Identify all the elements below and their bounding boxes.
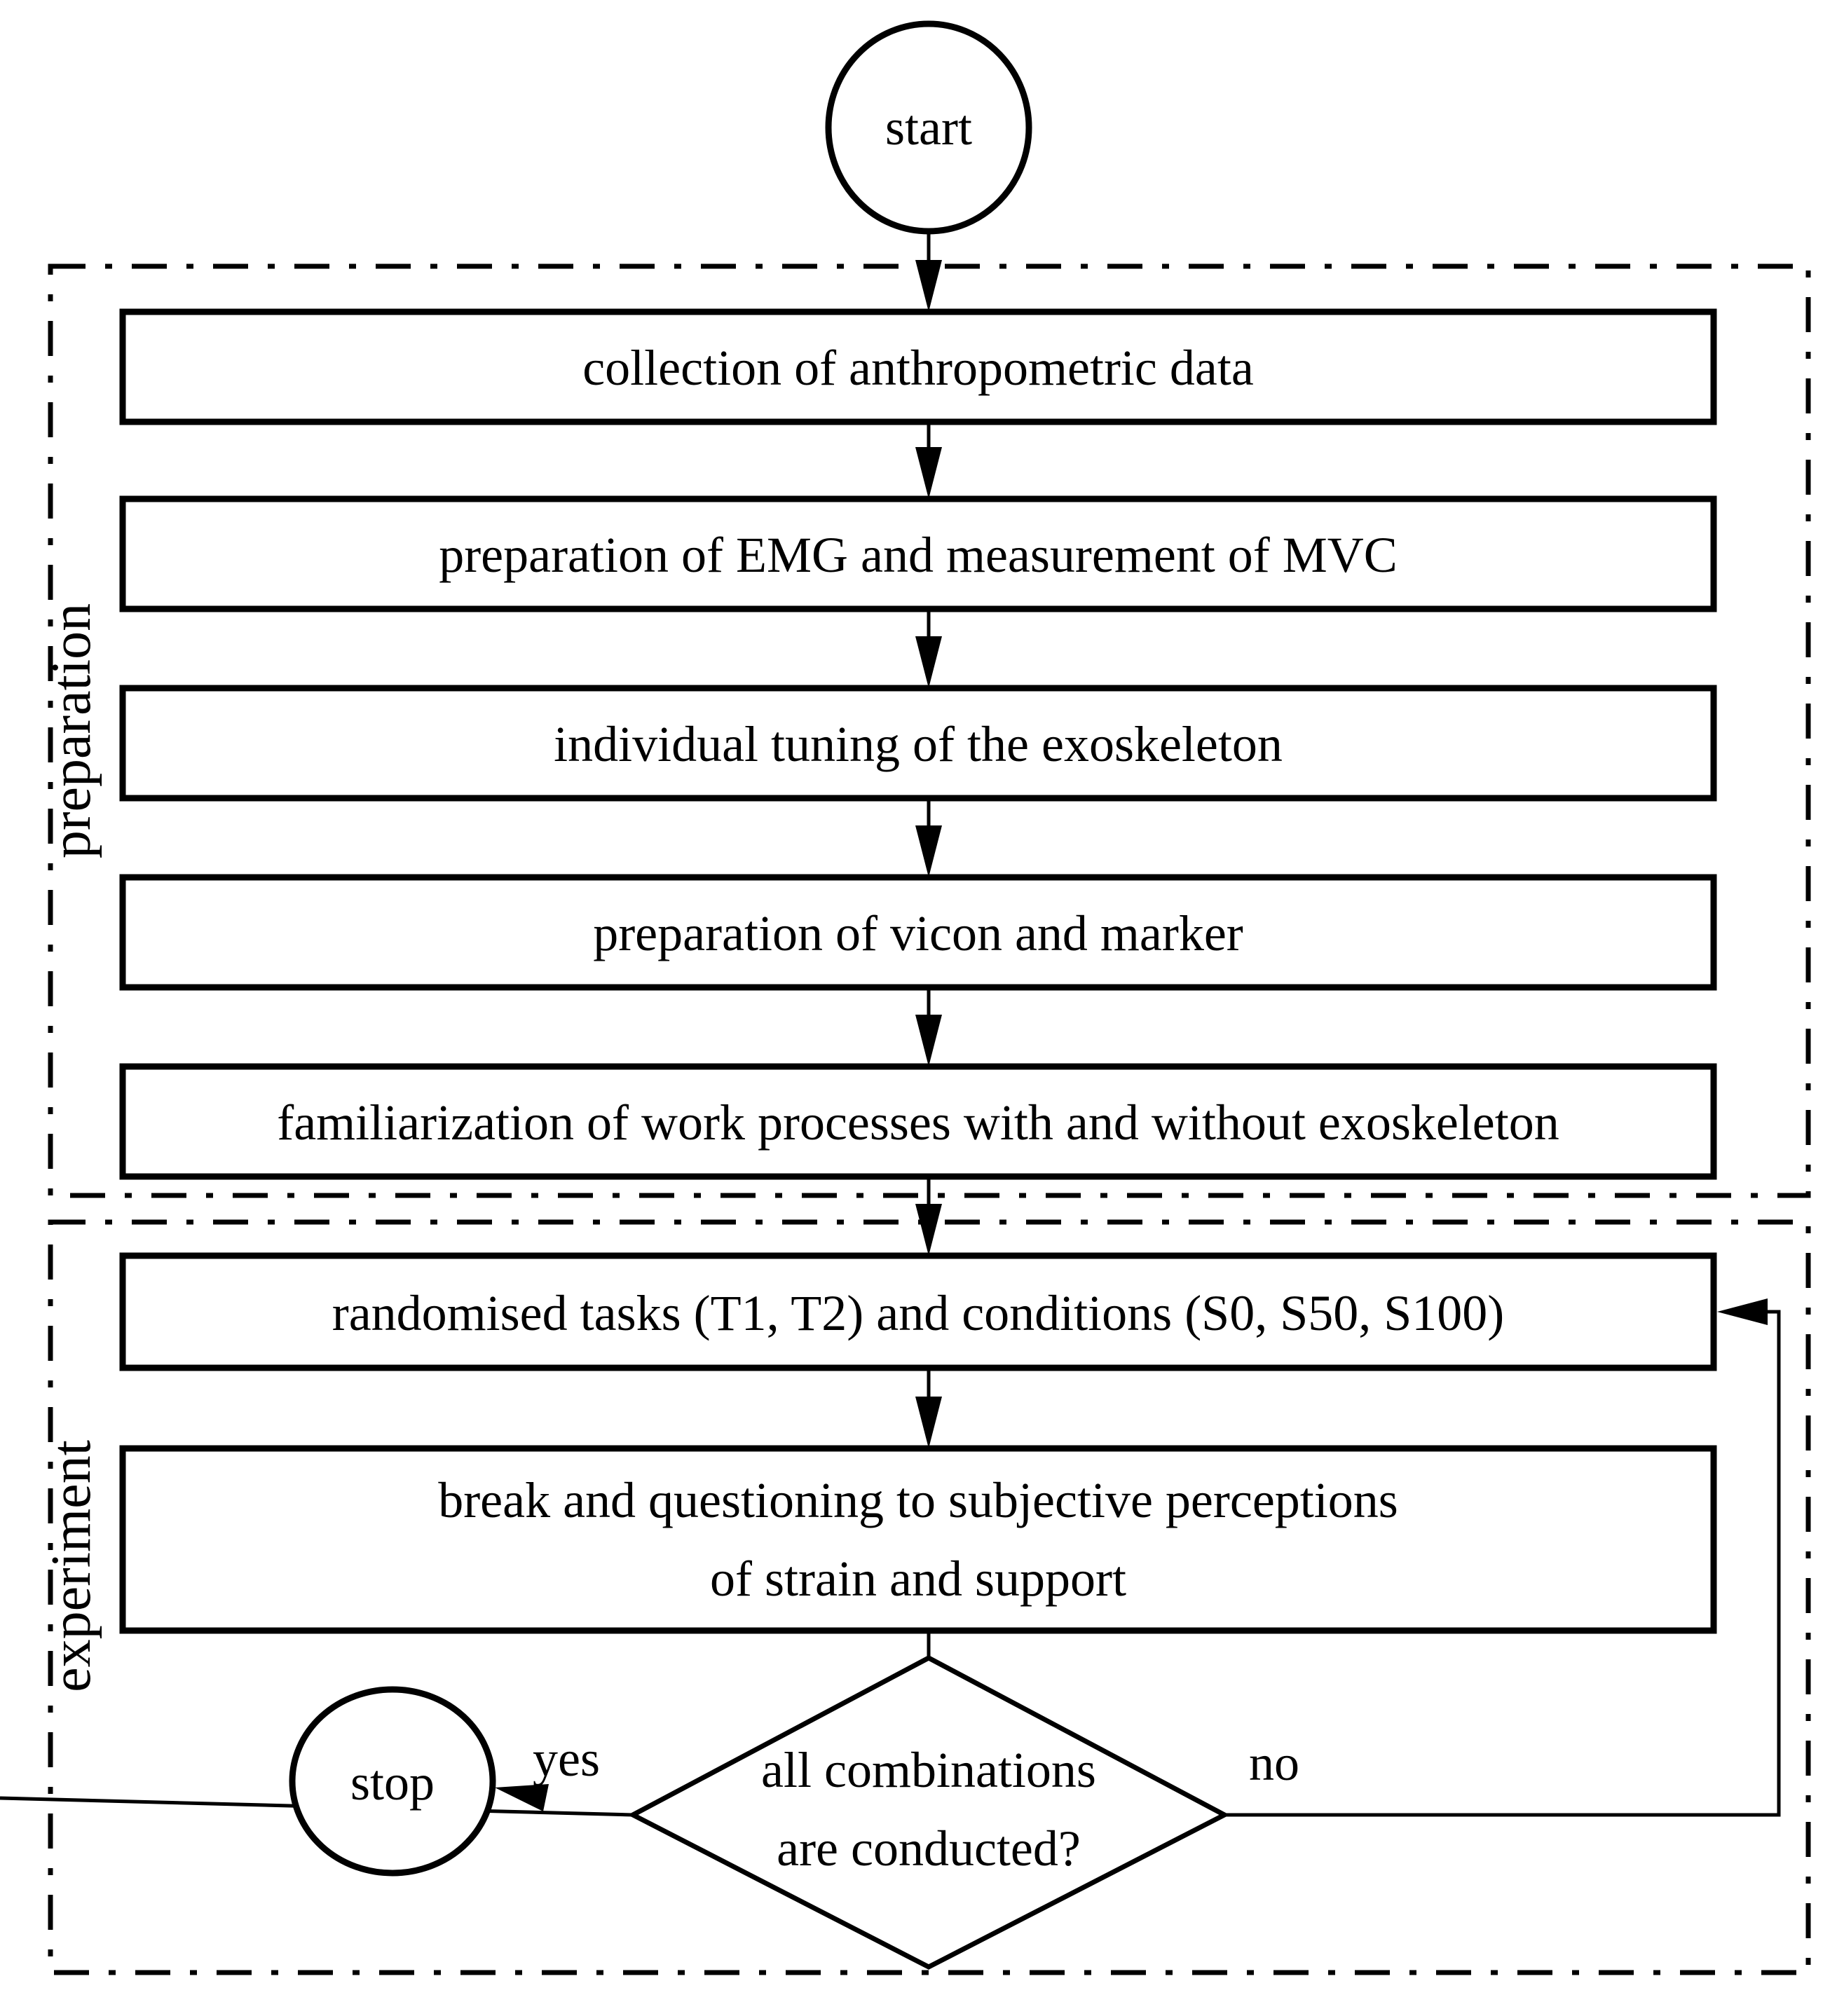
step-box-anthropometric (119, 308, 1717, 425)
step-label-anthropometric: collection of anthropometric data (582, 340, 1254, 396)
arrowhead-step2 (915, 447, 942, 499)
step-label-break-line2: of strain and support (710, 1551, 1126, 1607)
experiment-region-border (48, 1219, 1811, 1975)
arrowhead-no-loop (1717, 1298, 1768, 1325)
arrowhead-step1 (915, 260, 942, 312)
no-edge-label: no (1249, 1735, 1299, 1791)
step-label-emg-mvc: preparation of EMG and measurement of MV… (439, 527, 1398, 583)
edge-no-loop (1224, 1310, 1781, 1817)
step-box-break (119, 1445, 1717, 1634)
step-box-vicon (119, 874, 1717, 991)
step-box-randomised (119, 1252, 1717, 1371)
decision-diamond (627, 1655, 1230, 1970)
step-label-tuning: individual tuning of the exoskeleton (554, 716, 1283, 772)
stop-node (289, 1686, 496, 1877)
step-box-familiarization (119, 1063, 1717, 1180)
arrowhead-step3 (915, 636, 942, 688)
decision-label-line1: all combinations (761, 1742, 1096, 1798)
yes-edge-label: yes (533, 1731, 600, 1787)
arrowhead-randomised (915, 1204, 942, 1256)
step-label-vicon: preparation of vicon and marker (593, 905, 1243, 961)
arrowhead-step5 (915, 1015, 942, 1067)
preparation-region-border (48, 263, 1811, 1198)
step-label-break-line1: break and questioning to subjective perc… (438, 1472, 1398, 1528)
start-label: start (885, 100, 972, 156)
experiment-region-label: experiment (41, 1440, 102, 1692)
stop-label: stop (350, 1755, 435, 1811)
arrowhead-stop (495, 1784, 549, 1811)
preparation-region-label: preparation (41, 603, 102, 858)
step-label-familiarization: familiarization of work processes with a… (277, 1095, 1559, 1151)
step-label-randomised: randomised tasks (T1, T2) and conditions… (332, 1285, 1505, 1341)
decision-label-line2: are conducted? (777, 1820, 1081, 1877)
arrowhead-break (915, 1397, 942, 1448)
start-node (825, 20, 1032, 235)
step-box-emg-mvc (119, 495, 1717, 612)
arrowhead-step4 (915, 825, 942, 877)
step-box-tuning (119, 685, 1717, 802)
